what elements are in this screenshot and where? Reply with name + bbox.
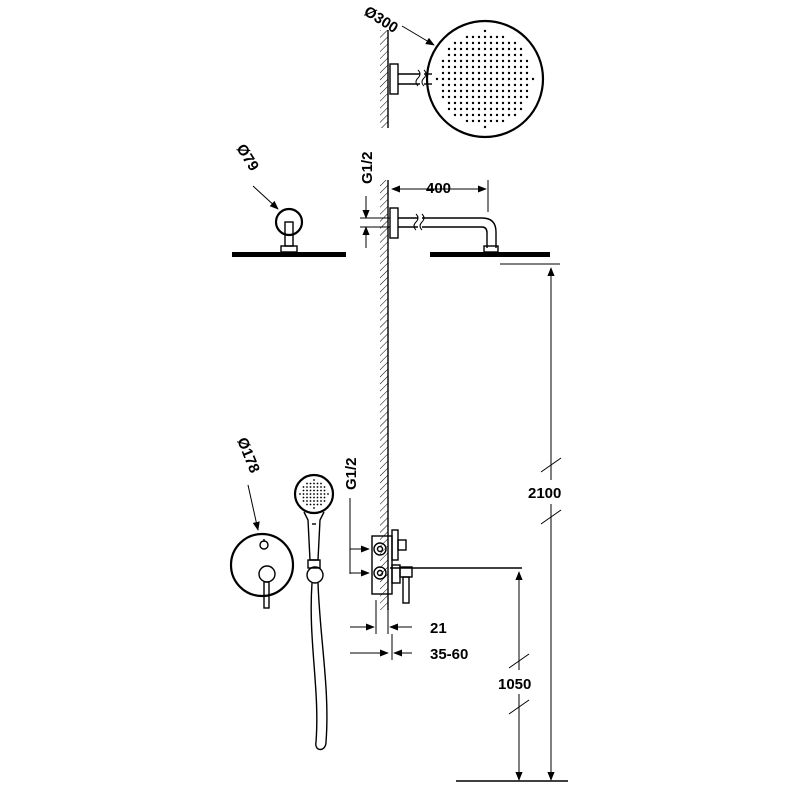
label-arm-length: 400 <box>426 180 451 197</box>
shower-head-front <box>425 19 545 139</box>
dimension-plate-depth: 21 <box>350 600 447 637</box>
dimension-shower-head-diameter: Ø300 <box>361 3 435 46</box>
shower-arm-side <box>389 207 550 257</box>
label-top-inlet-thread: G1/2 <box>359 151 376 184</box>
main-wall-section <box>380 180 389 610</box>
dimension-wall-flange-diameter: Ø79 <box>233 141 279 210</box>
label-plate-depth: 21 <box>430 620 447 637</box>
side-view-head <box>232 207 346 257</box>
top-shower-arm <box>389 63 432 95</box>
label-embed-depth: 35-60 <box>430 646 468 663</box>
dimension-top-inlet-thread: G1/2 <box>359 151 390 248</box>
mixer-body <box>371 529 522 604</box>
hand-shower-nozzles <box>299 479 329 509</box>
label-wall-flange-diameter: Ø79 <box>233 141 262 174</box>
mixer-plate <box>229 532 295 609</box>
dimension-shower-height: 2100 <box>500 263 576 781</box>
label-mixer-inlet-thread: G1/2 <box>343 457 360 490</box>
dimension-mixer-plate-diameter: Ø178 <box>233 435 263 531</box>
label-shower-height: 2100 <box>528 485 561 502</box>
dimension-mixer-height: 1050 <box>496 571 544 781</box>
label-mixer-height: 1050 <box>498 676 531 693</box>
top-wall-section <box>380 30 389 128</box>
dimension-embed-depth: 35-60 <box>350 634 468 663</box>
shower-head-nozzles <box>435 29 535 129</box>
dimension-arm-length: 400 <box>391 180 489 212</box>
dimension-mixer-inlet-thread: G1/2 <box>343 457 370 577</box>
label-mixer-plate-diameter: Ø178 <box>233 435 263 475</box>
hand-shower <box>293 473 335 751</box>
